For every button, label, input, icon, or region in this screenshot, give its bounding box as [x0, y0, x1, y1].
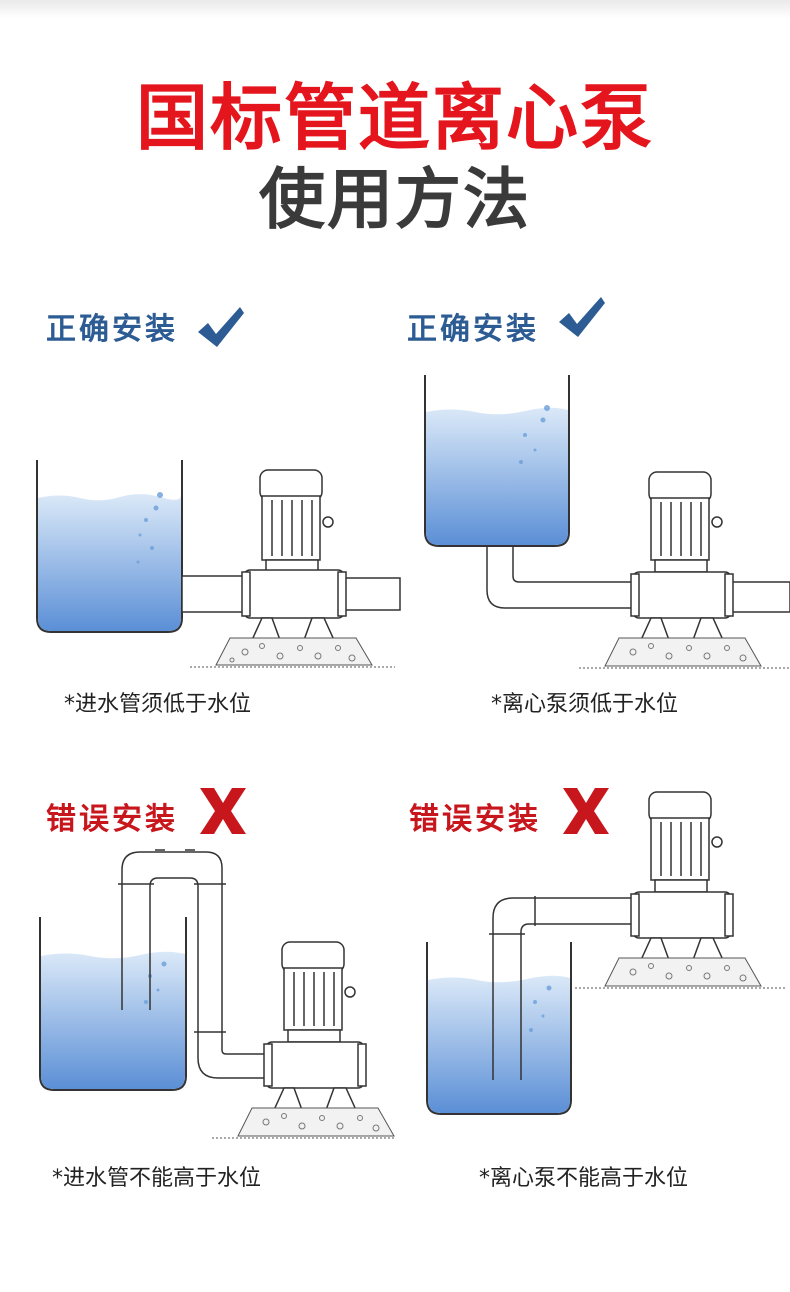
centrifugal-pump: [263, 941, 367, 1111]
panel-heading: 错误安装: [46, 802, 178, 837]
panel-wrong-inlet-above-water: 错误安装: [0, 780, 395, 1255]
concrete-base: [579, 637, 790, 669]
panel-caption: *离心泵不能高于水位: [479, 1166, 689, 1191]
checkmark-icon: [198, 307, 244, 347]
page-title: 国标管道离心泵: [135, 76, 654, 160]
water-tank: [426, 942, 572, 1115]
water: [426, 407, 568, 545]
pump-diagram: [426, 791, 785, 1115]
water: [428, 975, 570, 1113]
panel-correct-inlet-below-water: 正确安装: [0, 290, 401, 765]
panel-heading: 正确安装: [46, 312, 178, 347]
pump-diagram: [36, 460, 401, 668]
water-tank: [39, 917, 187, 1091]
panel-heading: 正确安装: [407, 312, 539, 347]
panel-wrong-pump-above-water: 错误安装: [395, 780, 790, 1255]
inlet-pipe: [489, 896, 635, 1080]
water: [38, 494, 181, 631]
inlet-pipe: [118, 849, 266, 1079]
panel-heading: 错误安装: [409, 802, 541, 837]
panel-caption: *离心泵须低于水位: [491, 692, 679, 717]
pump-diagram: [39, 849, 395, 1139]
centrifugal-pump: [630, 471, 734, 641]
checkmark-icon: [559, 297, 605, 337]
cross-mark-icon: [563, 788, 609, 834]
panel-caption: *进水管须低于水位: [64, 692, 252, 717]
panel-caption: *进水管不能高于水位: [52, 1166, 262, 1191]
cross-mark-icon: [200, 788, 246, 834]
concrete-base: [212, 1107, 395, 1139]
top-shade: [0, 0, 790, 18]
panel-correct-pump-below-water: 正确安装: [395, 290, 790, 765]
water-tank: [36, 460, 183, 633]
pump-diagram: [424, 375, 790, 669]
water-tank: [424, 375, 570, 547]
concrete-base: [575, 957, 785, 989]
inlet-pipe: [486, 546, 790, 613]
concrete-base: [190, 637, 395, 668]
centrifugal-pump: [630, 791, 734, 961]
water: [41, 951, 185, 1089]
page-subtitle: 使用方法: [259, 161, 531, 238]
inlet-pipe: [181, 575, 401, 613]
centrifugal-pump: [241, 469, 347, 641]
